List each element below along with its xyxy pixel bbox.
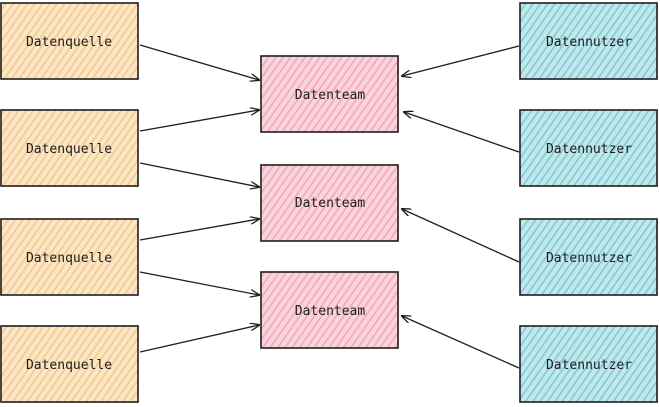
arrow-source-2-to-team-1 [139, 110, 259, 132]
source-box-4: Datenquelle [0, 325, 139, 403]
source-label-4: Datenquelle [26, 358, 112, 373]
source-box-3: Datenquelle [0, 218, 139, 296]
consumer-label-4: Datennutzer [546, 358, 632, 373]
consumer-label-3: Datennutzer [546, 251, 632, 266]
arrow-source-1-to-team-1 [139, 44, 259, 80]
team-box-2: Datenteam [260, 164, 399, 242]
consumer-box-4: Datennutzer [519, 325, 658, 403]
arrow-consumer-4-to-team-3 [402, 316, 520, 369]
arrow-consumer-2-to-team-1 [404, 112, 520, 153]
consumer-box-3: Datennutzer [519, 218, 658, 296]
arrow-source-3-to-team-2 [139, 219, 259, 241]
source-label-2: Datenquelle [26, 142, 112, 157]
team-label-1: Datenteam [295, 88, 366, 103]
team-box-3: Datenteam [260, 271, 399, 349]
arrow-source-2-to-team-2 [139, 162, 259, 187]
team-label-2: Datenteam [295, 196, 366, 211]
arrow-source-3-to-team-3 [139, 271, 259, 295]
source-label-1: Datenquelle [26, 35, 112, 50]
source-box-2: Datenquelle [0, 109, 139, 187]
arrow-consumer-1-to-team-1 [402, 45, 520, 76]
source-box-1: Datenquelle [0, 2, 139, 80]
arrow-consumer-3-to-team-2 [402, 209, 520, 263]
consumer-box-1: Datennutzer [519, 2, 658, 80]
team-box-1: Datenteam [260, 55, 399, 133]
team-label-3: Datenteam [295, 304, 366, 319]
consumer-label-2: Datennutzer [546, 142, 632, 157]
arrow-source-4-to-team-3 [139, 325, 259, 353]
consumer-label-1: Datennutzer [546, 35, 632, 50]
source-label-3: Datenquelle [26, 251, 112, 266]
consumer-box-2: Datennutzer [519, 109, 658, 187]
